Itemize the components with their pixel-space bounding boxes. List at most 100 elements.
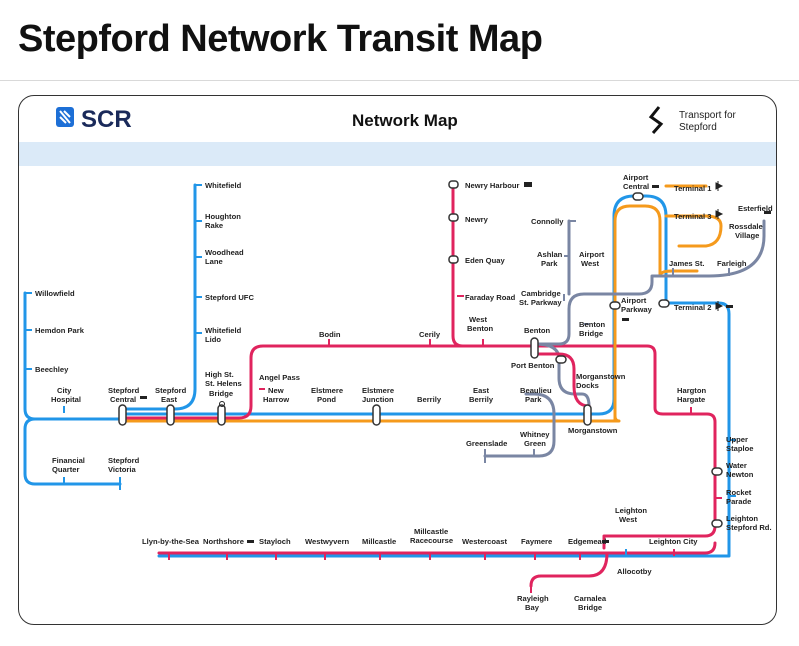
station-label: Terminal 3 — [674, 212, 711, 221]
station-label: Rocket — [726, 488, 752, 497]
station-label: Rossdale — [729, 222, 763, 231]
terminal-2-interchange — [658, 299, 670, 308]
station-label: Village — [735, 231, 759, 240]
station-label: Whitney — [520, 430, 550, 439]
station-label: Morganstown — [568, 426, 618, 435]
station-label: High St. — [205, 370, 234, 379]
station-label: Willowfield — [35, 289, 75, 298]
station-label: Greenslade — [466, 439, 507, 448]
grey-line-main — [532, 219, 766, 346]
ship-icon — [524, 182, 532, 187]
scr-logo-text: SCR — [81, 106, 132, 133]
ferry-icon — [219, 401, 225, 407]
station-label: Berrily — [417, 395, 442, 404]
eden-quay-interchange — [448, 255, 459, 264]
map-title: Network Map — [352, 111, 458, 130]
station-label: Stepford Rd. — [726, 523, 772, 532]
scr-logo-icon — [56, 107, 74, 127]
station-label: Llyn-by-the-Sea — [142, 537, 200, 546]
station-label: Whitefield — [205, 181, 242, 190]
station-label: Connolly — [531, 217, 564, 226]
station-label: Faymere — [521, 537, 552, 546]
grey-line — [483, 392, 556, 458]
station-label: Beaulieu — [520, 386, 552, 395]
station-label: Green — [524, 439, 546, 448]
station-label: Woodhead — [205, 248, 244, 257]
station-label: Eden Quay — [465, 256, 505, 265]
station-label: Elstmere — [362, 386, 394, 395]
station-label: Hemdon Park — [35, 326, 85, 335]
stepford-east-interchange — [166, 404, 175, 426]
station-label: Stepford — [108, 386, 140, 395]
station-label: Cambridge — [521, 289, 561, 298]
operator-name-line2: Stepford — [679, 122, 717, 133]
red-line-port-benton — [533, 352, 591, 416]
morganstown-interchange — [583, 404, 592, 426]
station-label: City — [57, 386, 72, 395]
station-label: West — [619, 515, 637, 524]
station-label: St. Helens — [205, 379, 242, 388]
station-label: Airport — [623, 173, 649, 182]
station-label: Whitefield — [205, 326, 242, 335]
station-label: Leighton — [726, 514, 758, 523]
station-label: Allocotby — [617, 567, 652, 576]
station-label: Central — [110, 395, 136, 404]
train-icon — [247, 540, 254, 543]
station-label: Morganstown — [576, 372, 626, 381]
station-label: Westwyvern — [305, 537, 350, 546]
station-label: Park — [525, 395, 542, 404]
station-label: East — [473, 386, 490, 395]
station-label: Quarter — [52, 465, 79, 474]
station-label: Stayloch — [259, 537, 291, 546]
station-label: Financial — [52, 456, 85, 465]
station-label: Racecourse — [410, 536, 453, 545]
station-label: New — [268, 386, 284, 395]
station-label: Stepford — [155, 386, 187, 395]
station-label: Beechley — [35, 365, 69, 374]
station-label: Hospital — [51, 395, 81, 404]
station-label: Bay — [525, 603, 540, 612]
page-title: Stepford Network Transit Map — [18, 18, 543, 60]
station-label: Terminal 1 — [674, 184, 712, 193]
station-label: Stepford — [108, 456, 140, 465]
orange-line-terminal-branch — [664, 184, 723, 248]
station-label: Victoria — [108, 465, 136, 474]
blue-line-whitefield-branch — [120, 183, 197, 411]
station-label: Water — [726, 461, 747, 470]
station-label: Millcastle — [362, 537, 396, 546]
station-label: Junction — [362, 395, 394, 404]
station-label: Leighton City — [649, 537, 698, 546]
red-line-main-lower — [157, 541, 717, 555]
station-label: Stepford UFC — [205, 293, 254, 302]
red-line-rayleigh-branch — [529, 551, 609, 588]
station-label: Hargate — [677, 395, 705, 404]
water-newton-interchange — [711, 467, 723, 476]
station-label: Elstmere — [311, 386, 343, 395]
station-label: Staploe — [726, 444, 753, 453]
blue-line-financial-branch — [23, 417, 122, 486]
station-label: Lido — [205, 335, 221, 344]
station-label: Cerily — [419, 330, 441, 339]
station-label: Angel Pass — [259, 373, 300, 382]
header-band — [19, 142, 776, 166]
train-icon — [726, 305, 733, 308]
port-benton-interchange — [555, 355, 567, 364]
station-label: Park — [541, 259, 558, 268]
station-label: Carnalea — [574, 594, 607, 603]
station-label: Faraday Road — [465, 293, 516, 302]
station-label: Bridge — [209, 389, 233, 398]
station-label: Central — [623, 182, 649, 191]
elstmere-junction-interchange — [372, 404, 381, 426]
station-label: Harrow — [263, 395, 289, 404]
station-label: Newry — [465, 215, 489, 224]
train-icon — [622, 318, 629, 321]
station-label: Terminal 2 — [674, 303, 711, 312]
station-label: Benton — [579, 320, 606, 329]
station-label: Berrily — [469, 395, 494, 404]
station-label: Lane — [205, 257, 223, 266]
station-label: St. Parkway — [519, 298, 562, 307]
airport-parkway-interchange — [609, 301, 621, 310]
airport-central-interchange — [632, 192, 644, 201]
transport-for-stepford-logo-icon — [648, 106, 664, 134]
station-label: Esterfield — [738, 204, 773, 213]
